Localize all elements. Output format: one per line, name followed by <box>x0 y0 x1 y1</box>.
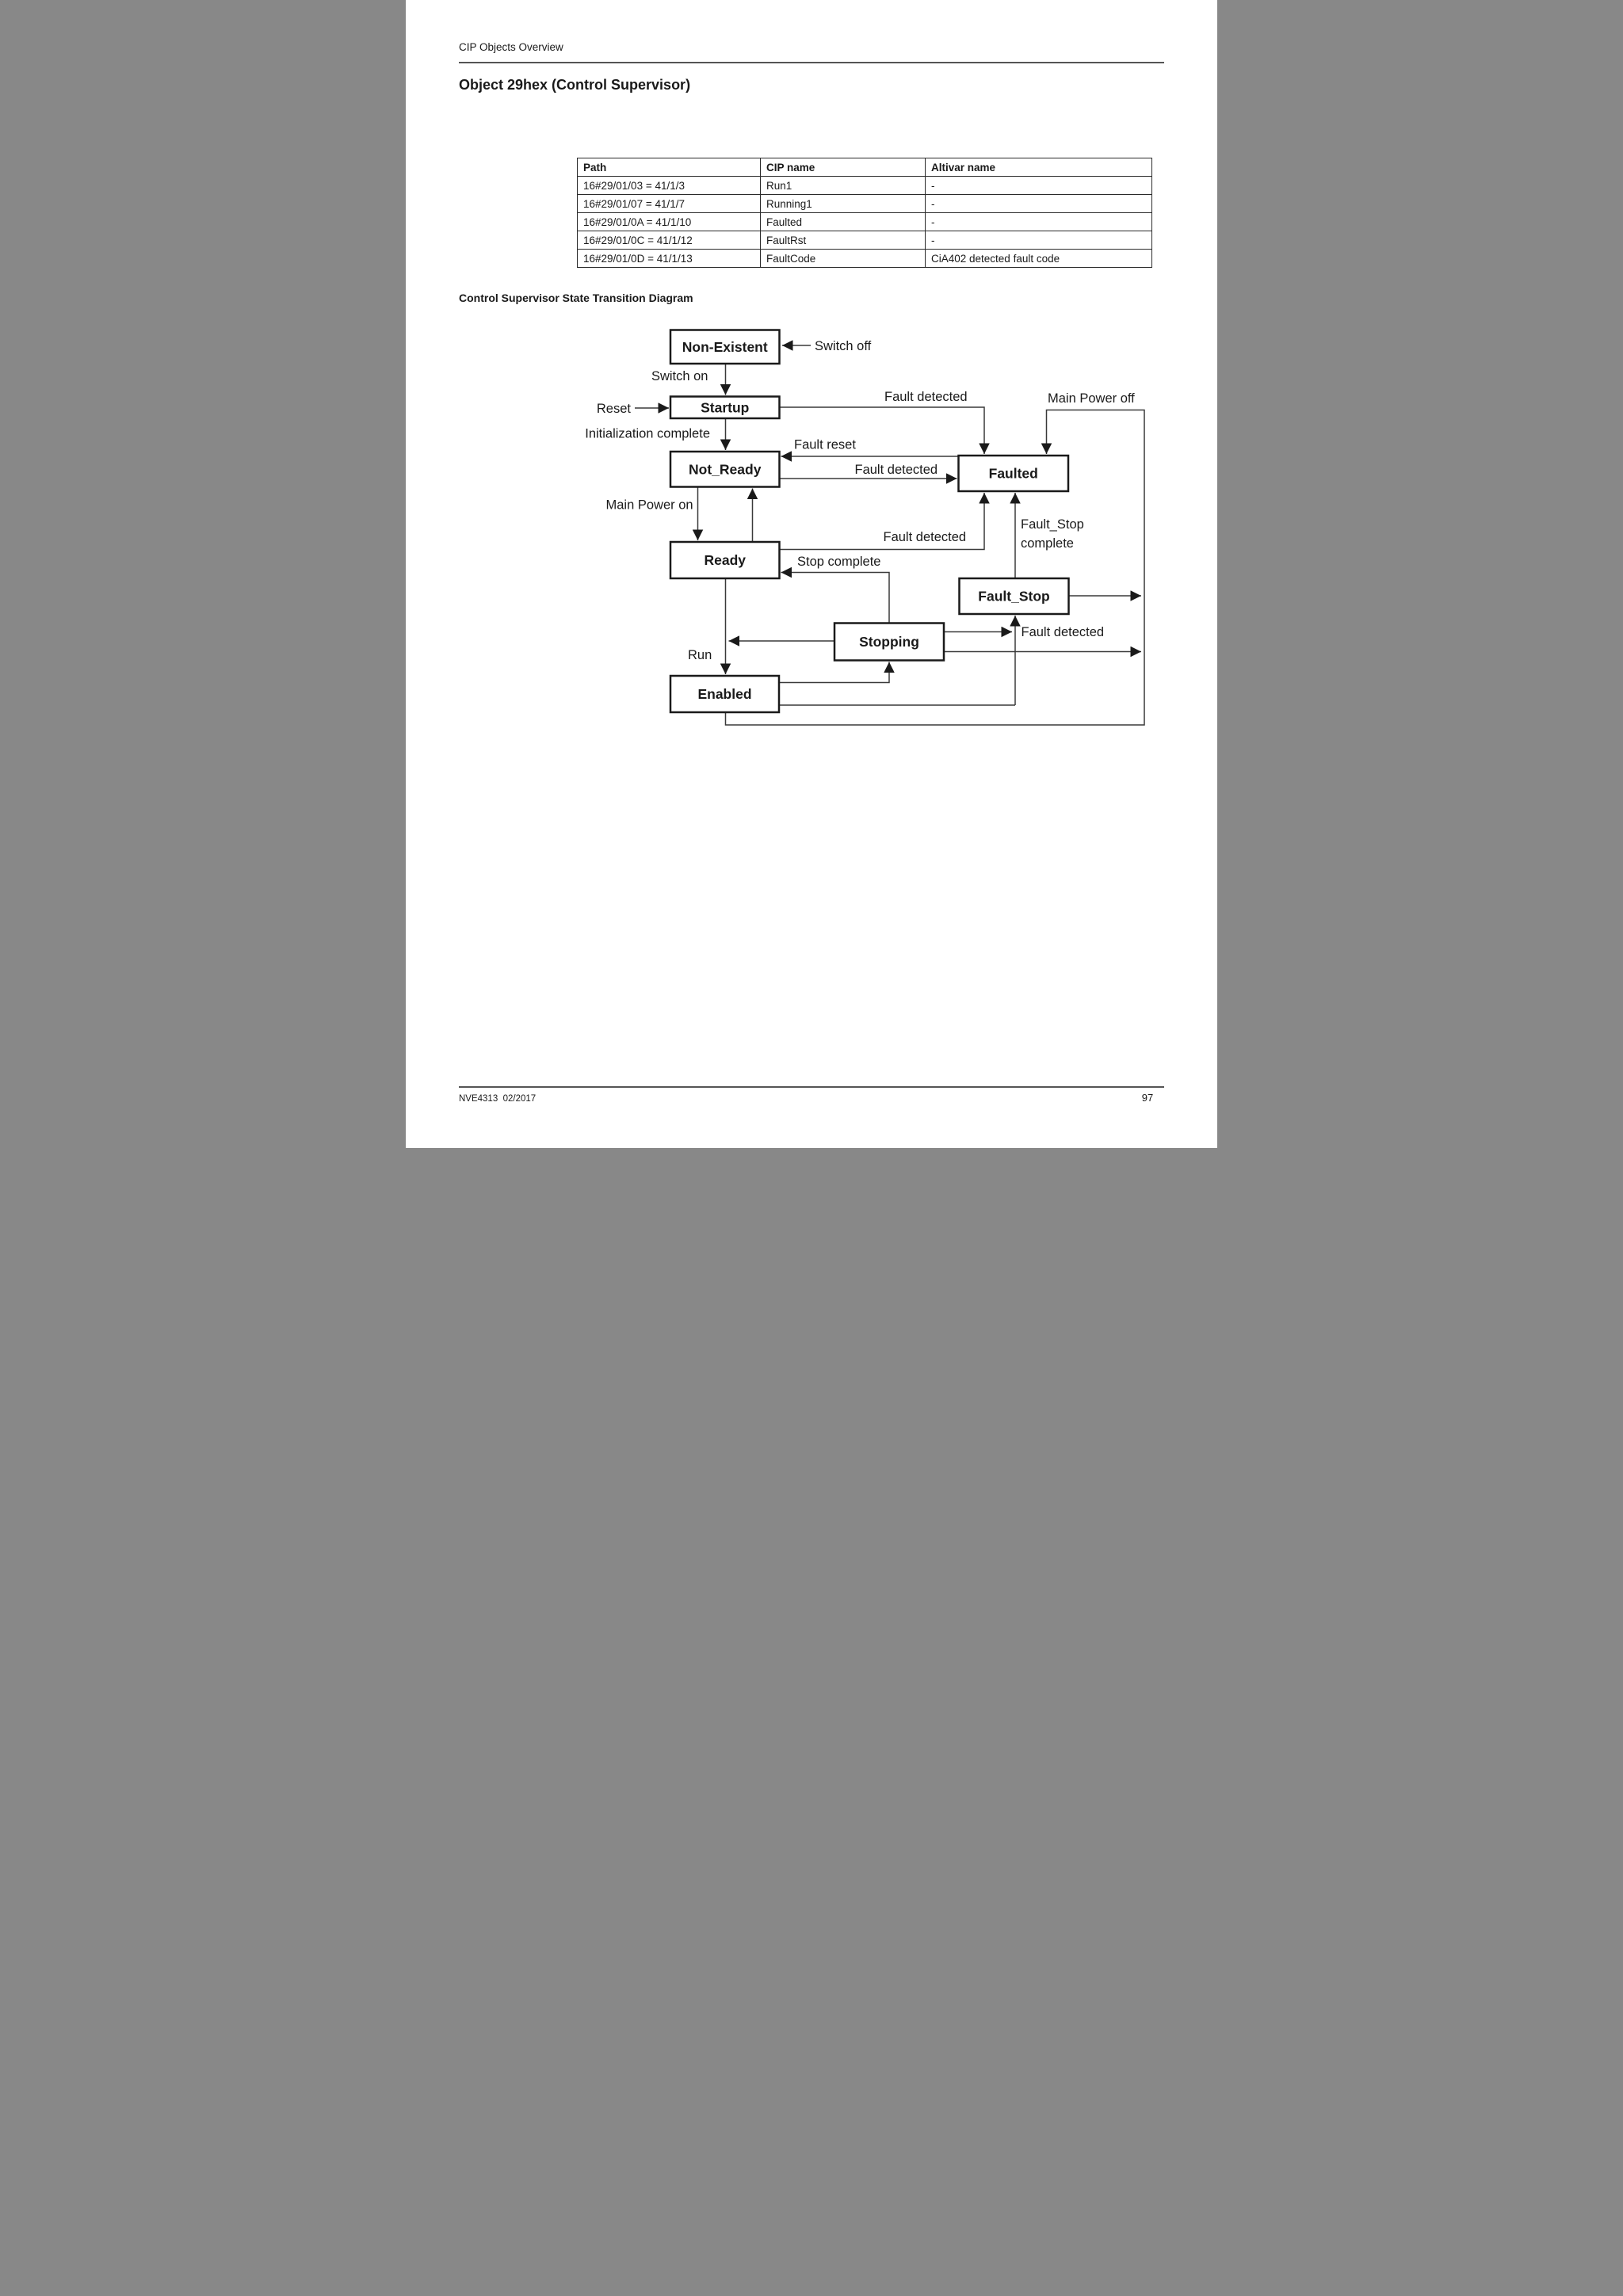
state-box-enabled-label: Enabled <box>697 686 751 702</box>
label-fault-stop-complete-1: Fault_Stop <box>1021 517 1084 532</box>
label-run: Run <box>688 648 712 662</box>
table-col-header: Path <box>577 158 761 177</box>
label-main-power-off: Main Power off <box>1048 391 1135 406</box>
label-fault-detected-4: Fault detected <box>1022 625 1105 639</box>
footer-page-number: 97 <box>1141 1092 1154 1104</box>
table-cell: 16#29/01/03 = 41/1/3 <box>577 176 761 195</box>
state-box-enabled <box>669 674 781 714</box>
table-cell: 16#29/01/0A = 41/1/10 <box>577 212 761 231</box>
table-cell: 16#29/01/0D = 41/1/13 <box>577 249 761 268</box>
label-fault-detected-3: Fault detected <box>884 530 967 544</box>
state-box-non-existent <box>669 329 781 365</box>
table-cell: CiA402 detected fault code <box>925 249 1152 268</box>
table-cell: Running1 <box>760 194 926 213</box>
running-header: CIP Objects Overview <box>459 41 563 53</box>
label-fault-detected-2: Fault detected <box>855 463 938 477</box>
footer-doc-ref: NVE4313 02/2017 <box>459 1094 537 1104</box>
table-cell: FaultCode <box>760 249 926 268</box>
label-fault-stop-complete-2: complete <box>1021 536 1074 551</box>
arrow-enabled-stopping <box>779 662 895 684</box>
table-cell: FaultRst <box>760 231 926 250</box>
label-fault-reset: Fault reset <box>794 438 856 452</box>
arrow-stopping-ready <box>781 566 890 624</box>
state-box-non-existent-label: Non-Existent <box>682 339 768 355</box>
table-cell: Run1 <box>760 176 926 195</box>
table-col-header: Altivar name <box>925 158 1152 177</box>
state-box-ready <box>669 540 781 580</box>
table-cell: - <box>925 231 1152 250</box>
state-box-startup <box>669 395 781 420</box>
state-transition-diagram: Non-ExistentStartupNot_ReadyReadyEnabled… <box>585 329 1145 726</box>
state-box-ready-label: Ready <box>704 552 746 568</box>
state-box-not-ready <box>669 450 781 488</box>
state-box-faulted <box>957 454 1070 493</box>
table-cell: - <box>925 212 1152 231</box>
arrow-startup-faulted <box>779 406 990 454</box>
manual-page: CIP Objects Overview Object 29hex (Contr… <box>406 0 1217 1148</box>
label-init-complete: Initialization complete <box>585 427 710 441</box>
state-box-fault-stop-label: Fault_Stop <box>978 589 1049 605</box>
header-rule <box>459 62 1164 63</box>
state-box-stopping-label: Stopping <box>859 634 919 650</box>
page-title: Object 29hex (Control Supervisor) <box>459 77 691 93</box>
table-cell: Faulted <box>760 212 926 231</box>
state-box-faulted-label: Faulted <box>989 466 1038 482</box>
table-cell: 16#29/01/0C = 41/1/12 <box>577 231 761 250</box>
state-box-startup-label: Startup <box>701 399 749 415</box>
table-col-header: CIP name <box>760 158 926 177</box>
label-switch-on: Switch on <box>651 369 708 383</box>
table-cell: - <box>925 176 1152 195</box>
arrow-ready-faulted <box>779 493 990 551</box>
label-main-power-on: Main Power on <box>606 498 693 513</box>
state-box-fault-stop <box>958 577 1070 616</box>
footer-rule <box>459 1086 1164 1088</box>
label-switch-off: Switch off <box>815 339 872 353</box>
label-fault-detected-1: Fault detected <box>884 390 968 404</box>
table-cell: 16#29/01/07 = 41/1/7 <box>577 194 761 213</box>
line-bottom-right-bus <box>724 409 1145 726</box>
label-reset: Reset <box>597 402 632 416</box>
state-box-stopping <box>833 622 945 662</box>
state-box-not-ready-label: Not_Ready <box>689 461 762 477</box>
label-stop-complete: Stop complete <box>797 555 880 569</box>
table-cell: - <box>925 194 1152 213</box>
section-heading: Control Supervisor State Transition Diag… <box>459 292 693 304</box>
